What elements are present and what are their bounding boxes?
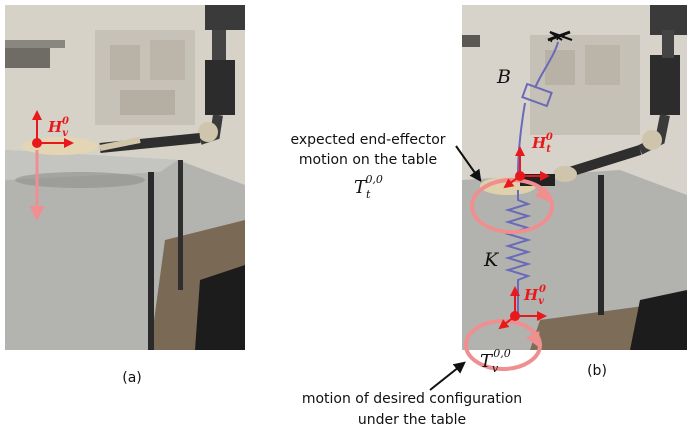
panel-a-frame: Hv0 <box>29 110 74 221</box>
damper: B <box>496 30 573 173</box>
spring-coil <box>504 190 532 316</box>
frame-v-origin <box>510 311 520 321</box>
desired-line-2: under the table <box>358 412 466 428</box>
end-effector-frame: Ht0 <box>470 132 554 234</box>
panel-b-label: (b) <box>587 363 607 379</box>
spring: K <box>483 190 532 316</box>
frame-a-label: Hv0 <box>47 116 69 139</box>
frame-t-label: Ht0 <box>531 132 553 155</box>
expected-line-2: motion on the table <box>299 152 437 168</box>
desired-T-symbol: Tv0,0 <box>480 347 511 375</box>
expected-line-1: expected end-effector <box>290 132 445 148</box>
panel-a-label: (a) <box>122 370 142 386</box>
desired-arrow <box>429 361 466 391</box>
panel-b-photo <box>462 5 687 350</box>
expected-motion-annotation: expected end-effector motion on the tabl… <box>290 132 482 201</box>
panel-a-photo <box>5 5 245 350</box>
frame-a-origin <box>32 138 42 148</box>
frame-t-origin <box>515 171 525 181</box>
desired-line-1: motion of desired configuration <box>302 391 522 407</box>
desired-configuration-frame: Hv0 <box>464 284 547 371</box>
desired-motion-annotation: Tv0,0 motion of desired configuration un… <box>302 347 522 428</box>
expected-T-symbol: Tt0,0 <box>354 173 383 201</box>
damper-label: B <box>496 66 511 88</box>
spring-label: K <box>483 249 500 271</box>
expected-arrow <box>455 145 482 182</box>
frame-v-label: Hv0 <box>523 284 546 307</box>
